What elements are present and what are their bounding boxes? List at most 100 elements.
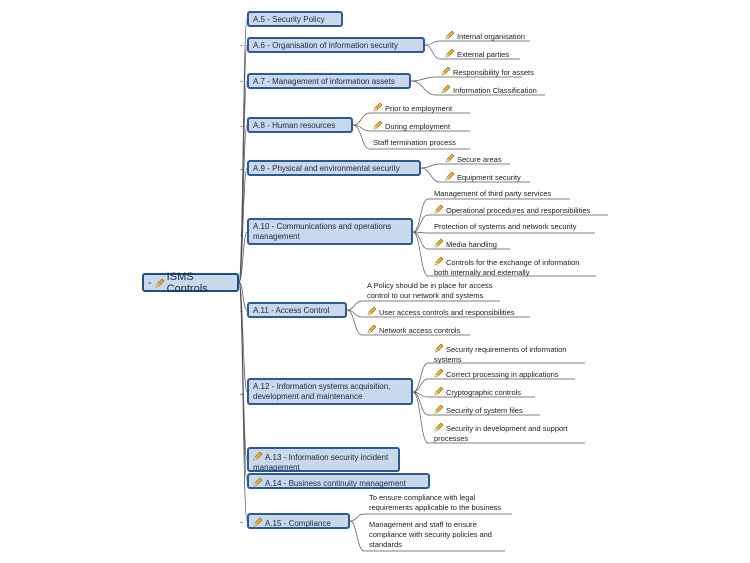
root-node[interactable]: - ISMS Controls: [142, 271, 239, 295]
branch-a9[interactable]: A.9 - Physical and environmental securit…: [247, 160, 421, 176]
root-connector: [238, 281, 248, 482]
pencil-icon: [434, 422, 444, 432]
leaf-connector: [349, 520, 365, 552]
leaf-operational-procedures[interactable]: Operational procedures and responsibilit…: [434, 204, 590, 216]
branch-a7[interactable]: A.7 - Management of information assets: [247, 73, 411, 89]
leaf-label: Security of system files: [446, 406, 523, 415]
collapse-toggle[interactable]: -: [240, 121, 243, 131]
collapse-toggle[interactable]: -: [240, 76, 243, 86]
leaf-label: Management and staff to ensure complianc…: [369, 520, 492, 549]
pencil-icon: [434, 368, 444, 378]
collapse-toggle[interactable]: -: [240, 230, 243, 240]
leaf-connector: [420, 167, 441, 183]
branch-a5[interactable]: A.5 - Security Policy: [247, 11, 343, 27]
pencil-icon: [253, 517, 263, 527]
leaf-label: Security in development and support proc…: [434, 424, 568, 443]
leaf-connector: [424, 40, 441, 46]
leaf-connector: [412, 231, 429, 277]
pencil-icon: [434, 343, 444, 353]
root-connector: [238, 281, 248, 393]
branch-a6[interactable]: A.6 - Organisation of information securi…: [247, 37, 425, 53]
leaf-connector: [346, 300, 363, 311]
leaf-third-party-services[interactable]: Management of third party services: [434, 189, 551, 199]
leaf-media-handling[interactable]: Media handling: [434, 238, 497, 250]
branch-a13[interactable]: A.13 - Information security incident man…: [247, 447, 400, 472]
pencil-icon: [373, 120, 383, 130]
leaf-responsibility-for-assets[interactable]: Responsibility for assets: [441, 66, 534, 78]
branch-label: A.8 - Human resources: [253, 121, 336, 130]
collapse-toggle[interactable]: -: [240, 517, 243, 527]
root-connector: [238, 281, 248, 522]
leaf-security-in-development[interactable]: Security in development and support proc…: [434, 422, 584, 444]
leaf-connector: [412, 391, 429, 416]
leaf-secure-areas[interactable]: Secure areas: [445, 153, 502, 165]
collapse-toggle[interactable]: -: [240, 389, 243, 399]
branch-label: A.15 - Compliance: [265, 519, 331, 528]
leaf-network-access-controls[interactable]: Network access controls: [367, 324, 460, 336]
leaf-connector: [420, 163, 441, 169]
branch-a14[interactable]: A.14 - Business continuity management: [247, 473, 430, 489]
leaf-during-employment[interactable]: During employment: [373, 120, 450, 132]
leaf-correct-processing[interactable]: Correct processing in applications: [434, 368, 559, 380]
leaf-connector: [412, 391, 429, 444]
leaf-connector: [410, 80, 437, 96]
leaf-label: Cryptographic controls: [446, 388, 522, 397]
pencil-icon: [441, 84, 451, 94]
leaf-label: Security requirements of information sys…: [434, 345, 567, 364]
leaf-legal-compliance[interactable]: To ensure compliance with legal requirem…: [369, 493, 514, 513]
collapse-toggle[interactable]: -: [240, 40, 243, 50]
leaf-information-classification[interactable]: Information Classification: [441, 84, 537, 96]
pencil-icon: [367, 324, 377, 334]
leaf-label: Secure areas: [457, 155, 502, 164]
leaf-label: Internal organisation: [457, 32, 525, 41]
branch-a15[interactable]: A.15 - Compliance: [247, 513, 350, 529]
leaf-access-policy[interactable]: A Policy should be in place for access c…: [367, 281, 502, 301]
leaf-connector: [412, 198, 429, 233]
branch-a11[interactable]: A.11 - Access Control: [247, 302, 347, 318]
branch-label: A.10 - Communications and operations man…: [253, 222, 392, 241]
leaf-connector: [412, 214, 429, 233]
root-connector: [238, 281, 248, 311]
leaf-connector: [424, 44, 441, 60]
pencil-icon: [155, 278, 165, 288]
branch-label: A.11 - Access Control: [253, 306, 330, 315]
branch-label: A.7 - Management of information assets: [253, 77, 395, 86]
collapse-toggle[interactable]: -: [148, 276, 152, 289]
leaf-label: Correct processing in applications: [446, 370, 559, 379]
leaf-equipment-security[interactable]: Equipment security: [445, 171, 521, 183]
pencil-icon: [434, 386, 444, 396]
leaf-label: Information Classification: [453, 86, 537, 95]
collapse-toggle[interactable]: -: [240, 306, 243, 316]
leaf-internal-organisation[interactable]: Internal organisation: [445, 30, 525, 42]
leaf-protection-systems[interactable]: Protection of systems and network securi…: [434, 222, 577, 232]
leaf-staff-termination[interactable]: Staff termination process: [373, 138, 456, 148]
branch-label: A.13 - Information security incident man…: [253, 453, 389, 472]
leaf-security-system-files[interactable]: Security of system files: [434, 404, 523, 416]
pencil-icon: [445, 48, 455, 58]
branch-a8[interactable]: A.8 - Human resources: [247, 117, 353, 133]
leaf-cryptographic-controls[interactable]: Cryptographic controls: [434, 386, 521, 398]
leaf-security-requirements[interactable]: Security requirements of information sys…: [434, 343, 584, 365]
root-connector: [238, 80, 248, 283]
leaf-label: Protection of systems and network securi…: [434, 222, 577, 231]
collapse-toggle[interactable]: -: [240, 164, 243, 174]
leaf-user-access-controls[interactable]: User access controls and responsibilitie…: [367, 306, 514, 318]
pencil-icon: [434, 204, 444, 214]
leaf-external-parties[interactable]: External parties: [445, 48, 509, 60]
branch-a12[interactable]: A.12 - Information systems acquisition, …: [247, 378, 413, 405]
leaf-label: To ensure compliance with legal requirem…: [369, 493, 502, 512]
leaf-label: Staff termination process: [373, 138, 456, 147]
branch-label: A.9 - Physical and environmental securit…: [253, 164, 400, 173]
branch-a10[interactable]: A.10 - Communications and operations man…: [247, 218, 413, 245]
leaf-connector: [412, 378, 429, 393]
leaf-label: Management of third party services: [434, 189, 552, 198]
leaf-policy-compliance[interactable]: Management and staff to ensure complianc…: [369, 520, 514, 550]
leaf-label: Responsibility for assets: [453, 68, 534, 77]
leaf-exchange-of-information[interactable]: Controls for the exchange of information…: [434, 256, 594, 278]
leaf-label: Network access controls: [379, 326, 461, 335]
leaf-label: Controls for the exchange of information…: [434, 258, 580, 277]
leaf-label: User access controls and responsibilitie…: [379, 308, 515, 317]
pencil-icon: [253, 451, 263, 461]
leaf-prior-to-employment[interactable]: Prior to employment: [373, 102, 452, 114]
